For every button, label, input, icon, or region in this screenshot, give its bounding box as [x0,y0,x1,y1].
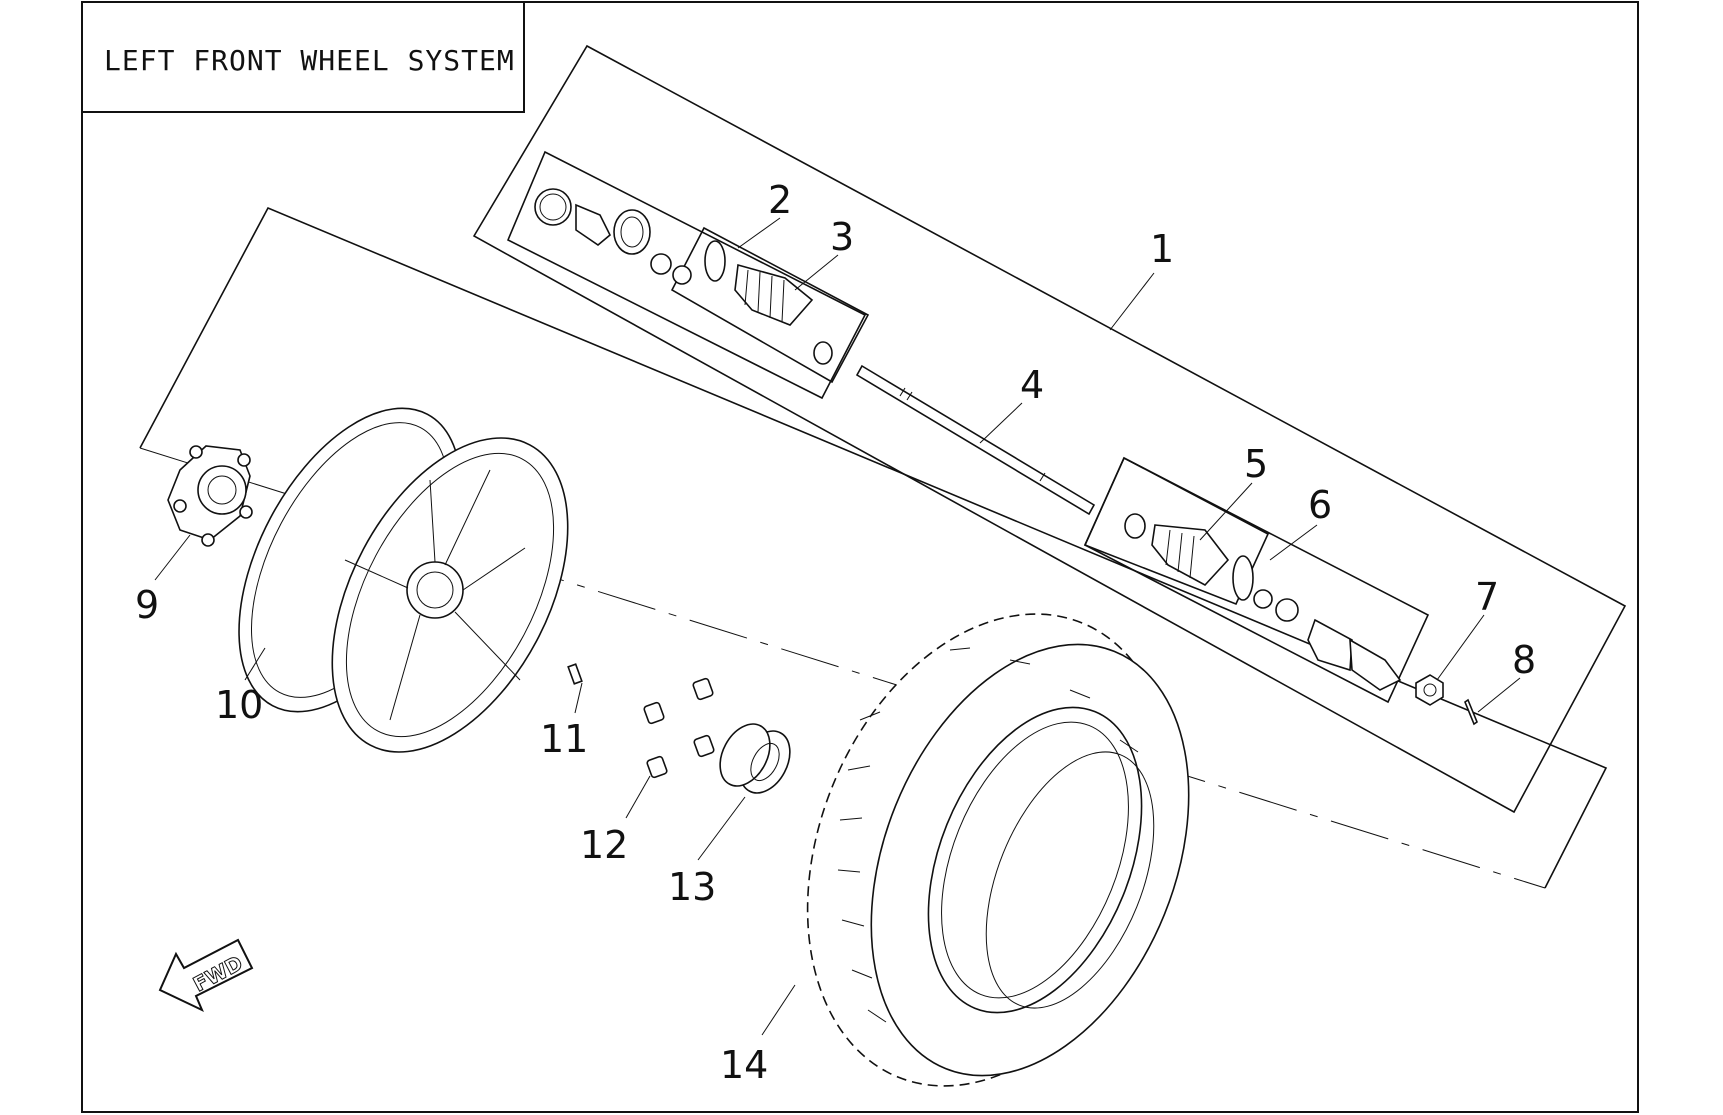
assembly-box-inner-joint [506,150,867,400]
fwd-arrow-icon: FWD [158,938,254,1013]
callout-8: 8 [1512,638,1536,682]
part-axle-shaft [855,364,1096,516]
part-inner-cv-joint [534,188,692,285]
callout-12: 12 [580,823,628,867]
leader-lines [154,217,1521,1036]
callout-10: 10 [215,683,263,727]
callout-3: 3 [830,215,854,259]
assembly-box-inner-boot [670,226,870,384]
part-lug-nuts [643,677,715,779]
part-inner-boot [704,240,833,365]
callout-4: 4 [1020,363,1044,407]
callout-1: 1 [1150,227,1174,271]
part-tire [806,613,1190,1087]
callout-6: 6 [1308,483,1332,527]
callout-13: 13 [668,865,716,909]
part-valve-stem [567,663,583,685]
assembly-box-driveshaft [472,44,1627,814]
part-axle-nut [1415,674,1444,706]
callout-5: 5 [1244,442,1268,486]
title-box [82,2,525,113]
diagram-title: LEFT FRONT WHEEL SYSTEM [104,44,515,77]
part-outer-cv-joint [1253,589,1402,691]
callout-14: 14 [720,1043,768,1087]
part-wheel-hub [167,445,253,547]
part-center-cap [719,723,791,794]
part-cotter-pin [1464,698,1478,726]
callout-9: 9 [135,583,159,627]
diagram-frame [81,1,1639,1113]
part-wheel-rim [238,407,569,753]
callout-11: 11 [540,717,588,761]
callout-7: 7 [1475,575,1499,619]
part-outer-boot [1124,513,1254,601]
callout-2: 2 [768,178,792,222]
assembly-box-outer-boot [1083,456,1270,606]
assembly-box-wheel [139,206,1608,889]
